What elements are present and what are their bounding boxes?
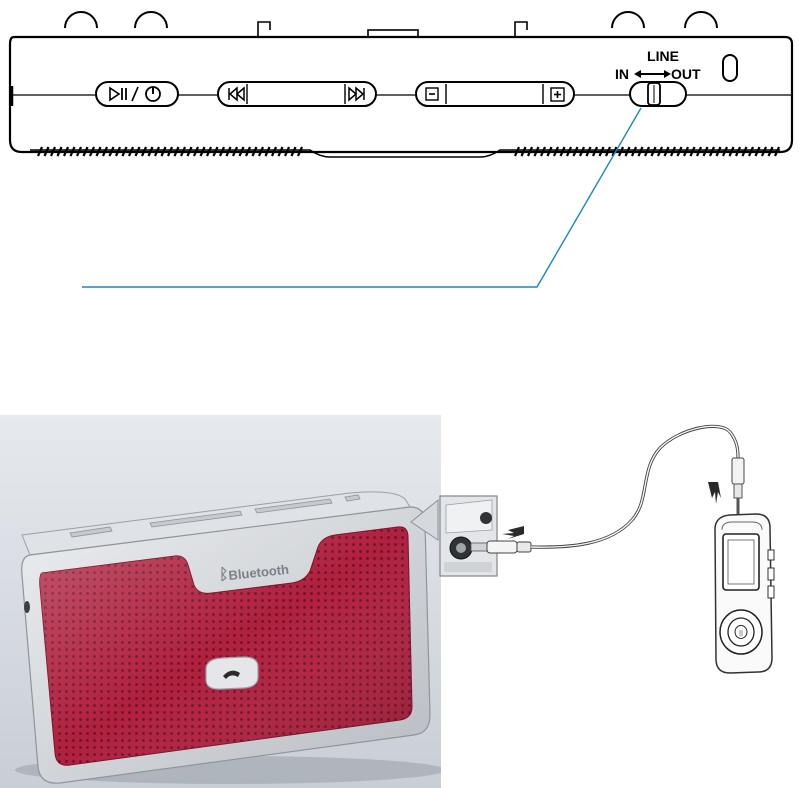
insert-arrow-down: [708, 482, 721, 504]
line-in-out-switch[interactable]: [630, 82, 686, 106]
power-icon: [146, 87, 160, 101]
prev-next-button[interactable]: [218, 82, 376, 106]
speaker-photo: Bluetooth: [0, 415, 441, 788]
minus-icon: [426, 88, 438, 100]
player-side-buttons: [768, 550, 774, 598]
audio-cable: [531, 426, 738, 547]
line-label: LINE: [647, 48, 679, 64]
side-panel-diagram: LINE IN OUT: [0, 0, 800, 300]
top-clips: [258, 22, 527, 37]
out-label: OUT: [671, 66, 701, 82]
svg-text:||: ||: [739, 630, 743, 637]
plus-icon: [551, 88, 564, 101]
volume-button[interactable]: [416, 82, 574, 106]
play-pause-power-button[interactable]: [96, 82, 178, 106]
audio-plug: [471, 541, 531, 553]
player-plug: [732, 458, 744, 516]
call-button[interactable]: [206, 657, 258, 689]
jack-zoom-inset: [411, 496, 497, 576]
insert-arrow-left: [502, 526, 524, 539]
connection-diagram: ||: [410, 415, 800, 788]
side-jack: [24, 601, 30, 613]
in-label: IN: [615, 66, 629, 82]
indicator-slot: [723, 55, 737, 81]
player-control-wheel: ||: [720, 610, 762, 654]
music-player: ||: [715, 514, 774, 673]
top-bumps: [65, 12, 717, 28]
